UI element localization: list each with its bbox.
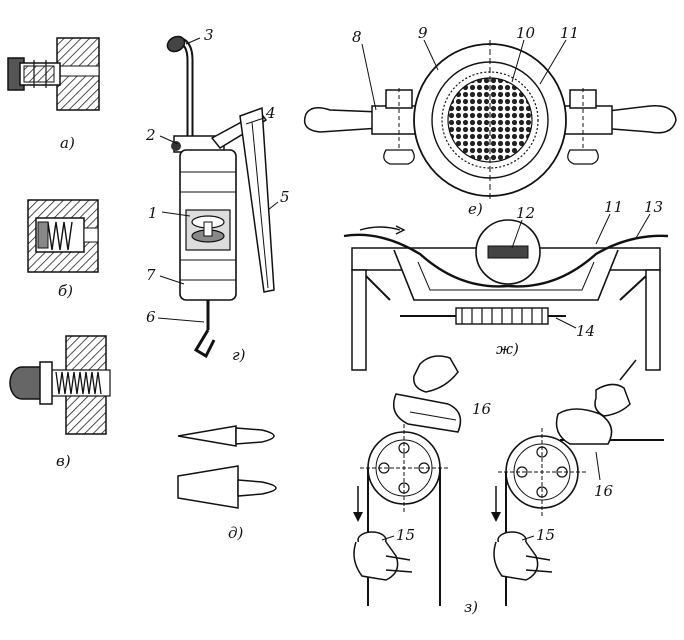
- callout-13: 13: [644, 198, 663, 216]
- caption-z: з): [464, 598, 478, 616]
- brush-16-left: [393, 355, 462, 433]
- callout-14: 14: [576, 322, 595, 340]
- view-zh-bath: [343, 219, 669, 371]
- callout-10: 10: [516, 24, 536, 42]
- callout-9: 9: [418, 24, 428, 42]
- caption-a: а): [60, 134, 75, 152]
- callouts: 1 2 3 4 5 6 7 8 9 10 11 11 12: [145, 24, 663, 544]
- callout-12: 12: [516, 204, 535, 222]
- callout-16-right: 16: [594, 482, 614, 500]
- caption-e: е): [468, 200, 483, 218]
- view-a-nipple: [7, 37, 100, 111]
- caption-g: г): [232, 346, 246, 364]
- view-z-pulleys: [353, 355, 664, 606]
- caption-v: в): [56, 452, 71, 470]
- callout-5: 5: [280, 188, 290, 206]
- callout-11-bath: 11: [604, 198, 623, 216]
- view-e-clamp: [303, 40, 677, 200]
- view-v-ball-nipple: [9, 335, 111, 435]
- callout-2: 2: [145, 126, 156, 144]
- callout-15-right: 15: [536, 526, 555, 544]
- hand-15-left: [353, 531, 413, 581]
- callout-1: 1: [148, 204, 158, 222]
- view-d-tips: [177, 425, 277, 509]
- callout-15-left: 15: [396, 526, 415, 544]
- view-b-plug: [27, 199, 99, 273]
- callout-4: 4: [265, 104, 276, 122]
- view-g-grease-gun: [166, 35, 275, 359]
- brush-16-right: [555, 359, 637, 445]
- caption-b: б): [58, 282, 73, 300]
- caption-d: д): [228, 524, 244, 542]
- callout-16-left: 16: [472, 400, 492, 418]
- callout-6: 6: [146, 308, 156, 326]
- hand-15-right: [493, 531, 553, 581]
- callout-11-top: 11: [560, 24, 579, 42]
- caption-zh: ж): [496, 340, 519, 358]
- callout-7: 7: [146, 266, 156, 284]
- callout-8: 8: [352, 28, 362, 46]
- callout-3: 3: [204, 26, 214, 44]
